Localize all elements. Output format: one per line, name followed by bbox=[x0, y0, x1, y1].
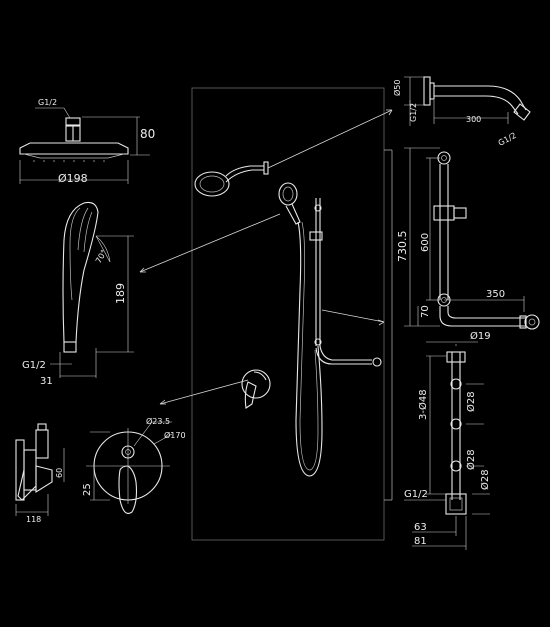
rail-outlet-length-label: 350 bbox=[486, 289, 505, 300]
arm-thread-end-label: G1/2 bbox=[497, 131, 518, 148]
rail-total-height-label: 730.5 bbox=[396, 231, 409, 263]
head-shower-drawing bbox=[19, 107, 150, 184]
section-pipe-diameter-label: Ø19 bbox=[470, 330, 491, 342]
shower-arm-drawing bbox=[404, 76, 531, 126]
arm-thread-top-label: G1/2 bbox=[409, 103, 418, 122]
hand-shower-angle-label: 70° bbox=[94, 248, 109, 265]
mixer-side-drawing bbox=[15, 423, 65, 516]
rail-section-drawing bbox=[404, 341, 490, 550]
hand-shower-length-label: 189 bbox=[114, 283, 127, 304]
section-pipe-a-label: Ø28 bbox=[465, 391, 477, 412]
section-depth-b-label: 81 bbox=[414, 536, 427, 547]
product-frame bbox=[191, 87, 385, 541]
mixer-offset-60-label: 60 bbox=[55, 468, 64, 478]
arm-length-label: 300 bbox=[466, 115, 481, 124]
hand-shower-thread-label: G1/2 bbox=[22, 360, 46, 371]
mixer-offset-25-label: 25 bbox=[82, 483, 93, 496]
section-pipe-b-label: Ø28 bbox=[465, 449, 477, 470]
mixer-front-drawing bbox=[86, 421, 173, 515]
callout-arrows bbox=[139, 109, 393, 501]
section-pipe-c-label: Ø28 bbox=[479, 469, 491, 490]
slide-rail-drawing bbox=[404, 147, 540, 330]
mixer-hole-diameter-label: Ø23.5 bbox=[146, 416, 170, 426]
section-depth-a-label: 63 bbox=[414, 522, 427, 533]
assembled-shower-system bbox=[194, 161, 382, 477]
head-shower-diameter-label: Ø198 bbox=[58, 172, 88, 185]
arm-diameter-label: Ø50 bbox=[392, 80, 402, 96]
section-thread-label: G1/2 bbox=[404, 489, 428, 500]
hand-shower-drawing bbox=[50, 201, 134, 378]
head-shower-height-label: 80 bbox=[140, 127, 155, 141]
rail-length-label: 600 bbox=[420, 233, 431, 252]
rail-bottom-offset-label: 70 bbox=[420, 305, 431, 318]
hand-shower-width-label: 31 bbox=[40, 376, 53, 387]
section-holes-label: 3-Ø48 bbox=[417, 389, 429, 420]
head-shower-thread-label: G1/2 bbox=[38, 98, 57, 107]
mixer-depth-label: 118 bbox=[26, 515, 41, 524]
mixer-plate-diameter-label: Ø170 bbox=[164, 430, 186, 440]
